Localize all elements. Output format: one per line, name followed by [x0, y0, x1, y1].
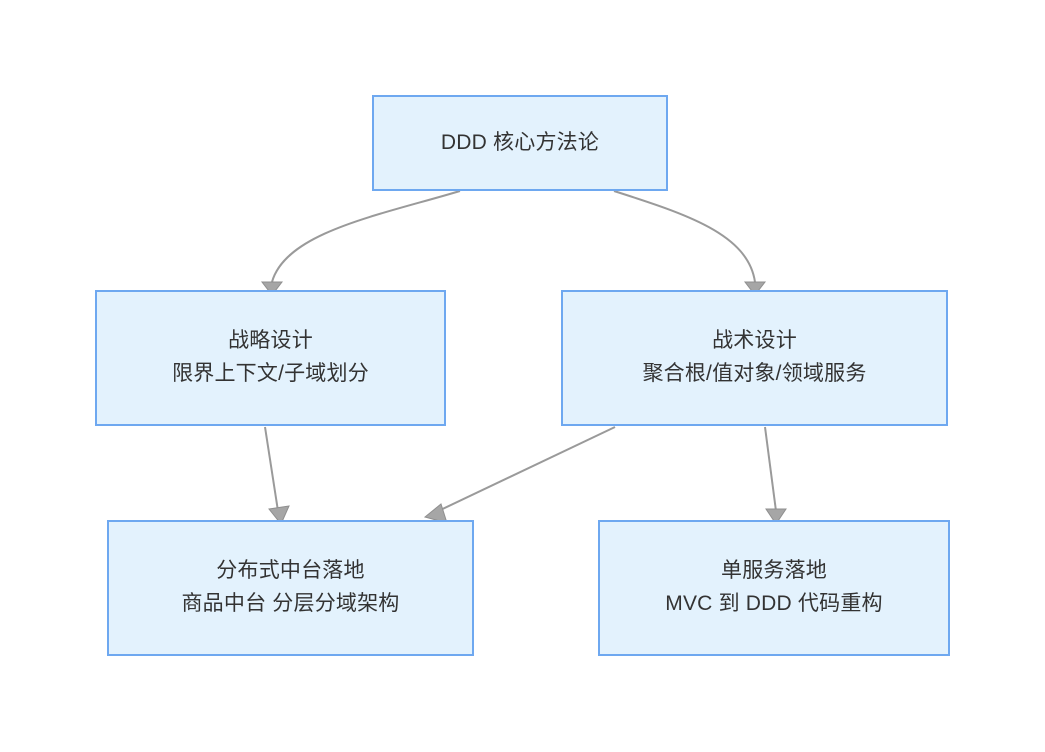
edge-line: [271, 190, 461, 283]
node-ddd-core-methodology[interactable]: DDD 核心方法论: [372, 95, 668, 191]
node-label-line: MVC 到 DDD 代码重构: [665, 592, 883, 615]
edge-tactical-to-single-service: [764, 426, 787, 525]
edge-core-to-strategic: [260, 190, 461, 296]
node-label-line: 限界上下文/子域划分: [172, 362, 369, 385]
node-label-line: 战略设计: [228, 329, 313, 353]
node-label-line: 聚合根/值对象/领域服务: [642, 362, 867, 385]
edge-line: [431, 426, 616, 515]
node-label-line: 分布式中台落地: [216, 559, 365, 583]
edge-line: [613, 190, 756, 283]
edge-core-to-tactical: [613, 190, 767, 296]
node-tactical-design[interactable]: 战术设计 聚合根/值对象/领域服务: [561, 290, 948, 426]
node-label-line: 商品中台 分层分域架构: [181, 592, 400, 615]
edge-strategic-to-platform: [264, 426, 290, 525]
edge-line: [264, 426, 279, 512]
node-strategic-design[interactable]: 战略设计 限界上下文/子域划分: [95, 290, 446, 426]
node-distributed-platform-landing[interactable]: 分布式中台落地 商品中台 分层分域架构: [107, 520, 474, 656]
node-label-line: 战术设计: [712, 329, 797, 353]
node-single-service-landing[interactable]: 单服务落地 MVC 到 DDD 代码重构: [598, 520, 950, 656]
node-label-line: DDD 核心方法论: [440, 130, 600, 154]
node-label-line: 单服务落地: [721, 559, 827, 583]
edge-tactical-to-platform: [423, 426, 616, 524]
edge-line: [764, 426, 777, 512]
